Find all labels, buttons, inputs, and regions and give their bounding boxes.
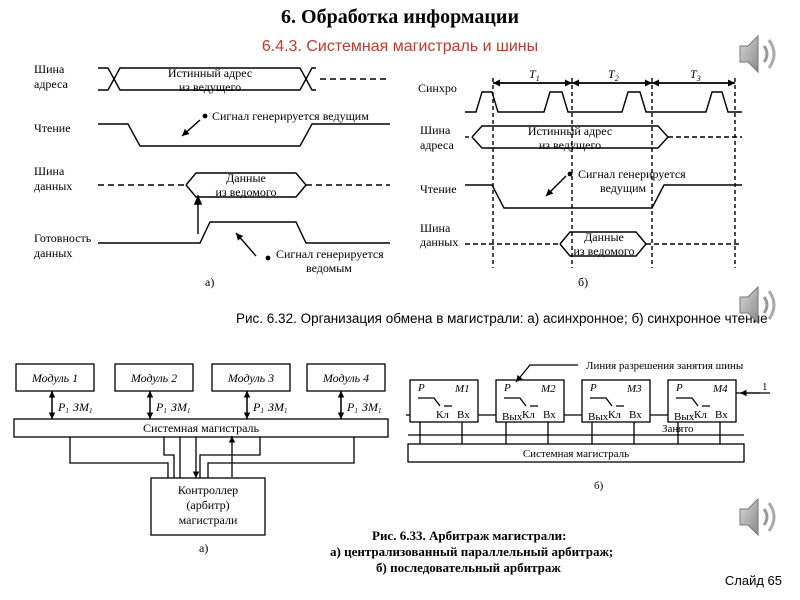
row-label: данных	[34, 246, 72, 260]
svg-text:P: P	[675, 382, 683, 394]
figure-label: а)	[199, 541, 208, 555]
svg-text:ЗМ1: ЗМ1	[362, 400, 381, 415]
controller-label: Контроллер	[178, 483, 238, 497]
svg-text:Вх: Вх	[543, 409, 556, 421]
read-note: Сигнал генерируется	[578, 167, 686, 181]
module-label: Модуль 2	[130, 371, 177, 385]
data-text: Данные	[584, 230, 624, 244]
row-label: Чтение	[34, 121, 71, 135]
timing-sync-labels: Синхро Шина адреса Чтение Шина данных T1…	[418, 67, 701, 289]
period-label: T2	[608, 67, 619, 83]
row-label: Шина	[420, 123, 451, 137]
row-label: адреса	[34, 77, 69, 91]
data-text: из ведомого	[215, 185, 276, 199]
addr-text: Истинный адрес	[168, 66, 252, 80]
speaker-icon[interactable]	[739, 285, 776, 325]
row-label: данных	[34, 179, 72, 193]
svg-text:P1: P1	[57, 400, 69, 415]
arbitration-daisy-labels: Линия разрешения занятия шины P M1 P M2 …	[417, 360, 768, 492]
arbitration-centralized-labels: Модуль 1 Модуль 2 Модуль 3 Модуль 4 P1 З…	[31, 371, 382, 555]
controller-label: магистрали	[179, 513, 238, 527]
addr-text: из ведущего	[539, 138, 601, 152]
svg-text:Вх: Вх	[715, 409, 728, 421]
svg-text:Кл: Кл	[522, 409, 535, 421]
arbitration-centralized	[13, 363, 389, 536]
section-subtitle: 6.4.3. Системная магистраль и шины	[261, 38, 539, 55]
row-label: Синхро	[418, 81, 457, 95]
svg-text:а) централизованный параллельн: а) централизованный параллельный арбитра…	[330, 544, 613, 559]
svg-text:Кл: Кл	[436, 409, 449, 421]
svg-text:Вых: Вых	[674, 411, 695, 423]
system-bus-label: Системная магистраль	[523, 448, 629, 460]
module-label: M4	[712, 383, 728, 395]
svg-text:Кл: Кл	[694, 409, 707, 421]
period-label: T3	[690, 67, 701, 83]
svg-text:P: P	[417, 382, 425, 394]
busy-label: Занято	[662, 423, 694, 435]
module-label: Модуль 3	[227, 371, 274, 385]
module-label: Модуль 4	[322, 371, 369, 385]
svg-text:P1: P1	[155, 400, 167, 415]
svg-text:1: 1	[762, 381, 768, 393]
line-label: Линия разрешения занятия шины	[586, 360, 744, 372]
speaker-icon[interactable]	[739, 34, 776, 74]
svg-text:P: P	[589, 382, 597, 394]
svg-text:Вых: Вых	[502, 411, 523, 423]
module-label: M3	[626, 383, 642, 395]
svg-text:Вых: Вых	[588, 411, 609, 423]
figure-label: б)	[578, 275, 588, 289]
row-label: Шина	[34, 164, 65, 178]
timing-async-labels: Шина адреса Чтение Шина данных Готовност…	[34, 62, 384, 289]
addr-text: из ведущего	[179, 80, 241, 94]
row-label: Чтение	[420, 182, 457, 196]
row-label: данных	[420, 235, 458, 249]
svg-text:Вх: Вх	[629, 409, 642, 421]
timing-diagram-async	[98, 67, 390, 257]
row-label: Готовность	[34, 231, 92, 245]
ready-note: ведомым	[306, 261, 352, 275]
figure-caption-6-33: Рис. 6.33. Арбитраж магистрали: а) центр…	[330, 528, 613, 575]
read-note: Сигнал генерируется ведущим	[212, 109, 369, 123]
svg-text:Рис. 6.33. Арбитраж магистрали: Рис. 6.33. Арбитраж магистрали:	[372, 528, 566, 543]
svg-text:P: P	[503, 382, 511, 394]
module-label: M1	[454, 383, 470, 395]
svg-text:P1: P1	[252, 400, 264, 415]
arbitration-daisy-chain	[406, 364, 770, 463]
speaker-icon[interactable]	[739, 497, 776, 537]
system-bus-label: Системная магистраль	[143, 421, 260, 435]
figure-label: б)	[594, 480, 604, 492]
figure-caption-6-32: Рис. 6.32. Организация обмена в магистра…	[236, 311, 768, 326]
data-text: Данные	[226, 171, 266, 185]
row-label: Шина	[420, 221, 451, 235]
svg-text:ЗМ1: ЗМ1	[268, 400, 287, 415]
svg-text:б) последовательный арбитраж: б) последовательный арбитраж	[376, 560, 561, 575]
row-label: адреса	[420, 138, 455, 152]
slide-number: Слайд 65	[724, 573, 782, 588]
module-label: Модуль 1	[31, 371, 78, 385]
row-label: Шина	[34, 62, 65, 76]
ready-note: Сигнал генерируется	[276, 247, 384, 261]
addr-text: Истинный адрес	[528, 124, 612, 138]
svg-text:P1: P1	[346, 400, 358, 415]
svg-text:ЗМ1: ЗМ1	[171, 400, 190, 415]
controller-label: (арбитр)	[186, 498, 229, 512]
svg-text:Вх: Вх	[457, 409, 470, 421]
data-text: из ведомого	[573, 244, 634, 258]
module-label: M2	[540, 383, 556, 395]
svg-text:Кл: Кл	[608, 409, 621, 421]
read-note: ведущим	[600, 181, 647, 195]
svg-text:ЗМ1: ЗМ1	[73, 400, 92, 415]
period-label: T1	[529, 67, 540, 83]
page-title: 6. Обработка информации	[281, 6, 519, 28]
figure-label: а)	[205, 275, 214, 289]
